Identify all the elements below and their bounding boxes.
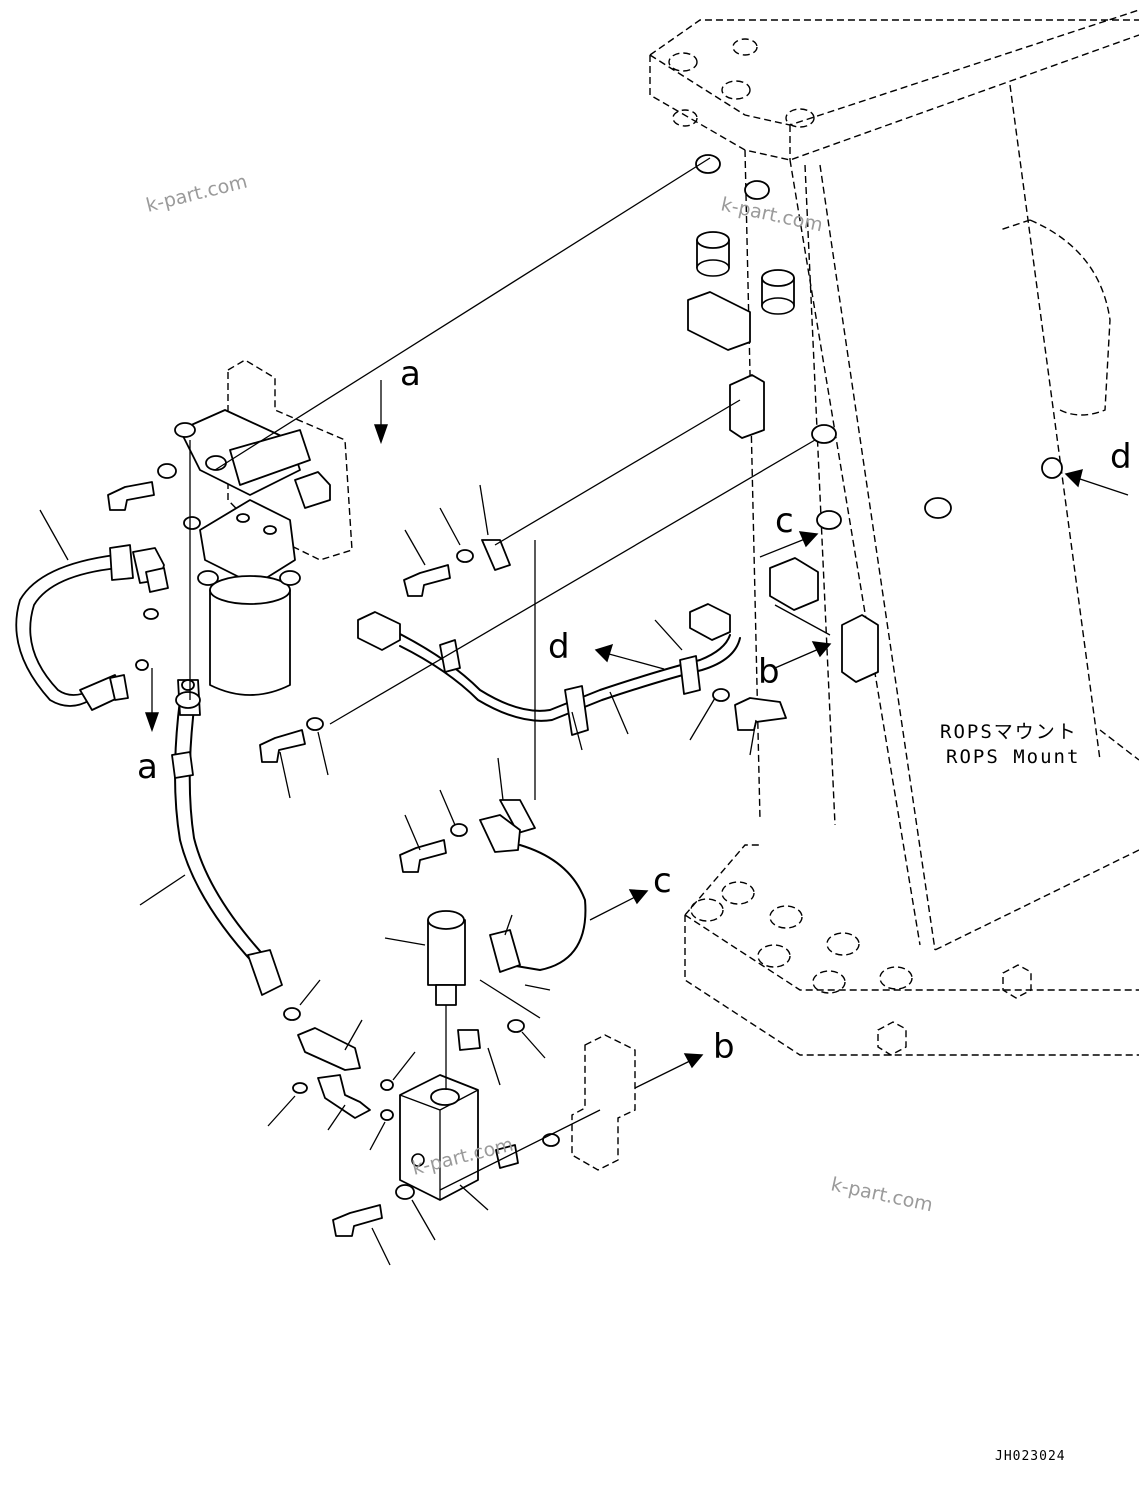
valve-block [399,1019,525,1201]
letter-c-right: c [653,861,672,901]
watermark: k-part.com [719,193,825,236]
letter-b-right: b [713,1027,735,1067]
mount-label-english: ROPS Mount [946,746,1080,768]
watermark: k-part.com [829,1173,935,1216]
leader-lines [39,157,831,1266]
letter-d-left: d [548,627,570,667]
hose-long [171,679,301,1021]
letter-b-left: b [758,652,780,692]
rops-mount-label: ROPSマウント ROPS Mount [940,721,1080,768]
filter-valve-assembly [174,359,353,696]
letter-d-right: d [1110,437,1132,477]
drawing-code: JH023024 [995,1449,1066,1464]
wire-harness [357,603,741,736]
mount-label-japanese: ROPSマウント [940,721,1078,743]
letter-a-top: a [400,354,421,394]
hose-left [15,544,169,711]
letter-c-left: c [775,501,794,541]
watermark: k-part.com [144,170,250,216]
reference-letters: a a c b d d c b [137,354,1132,1067]
solenoid-valve [427,814,587,1006]
letter-a-bottom: a [137,747,158,787]
rops-mount-frame [649,9,1139,1056]
filter-bolt [107,455,227,511]
direction-arrows [145,380,1129,1089]
clamp-bolts [259,539,787,873]
spacer-parts [687,154,1063,683]
o-rings [135,608,195,691]
